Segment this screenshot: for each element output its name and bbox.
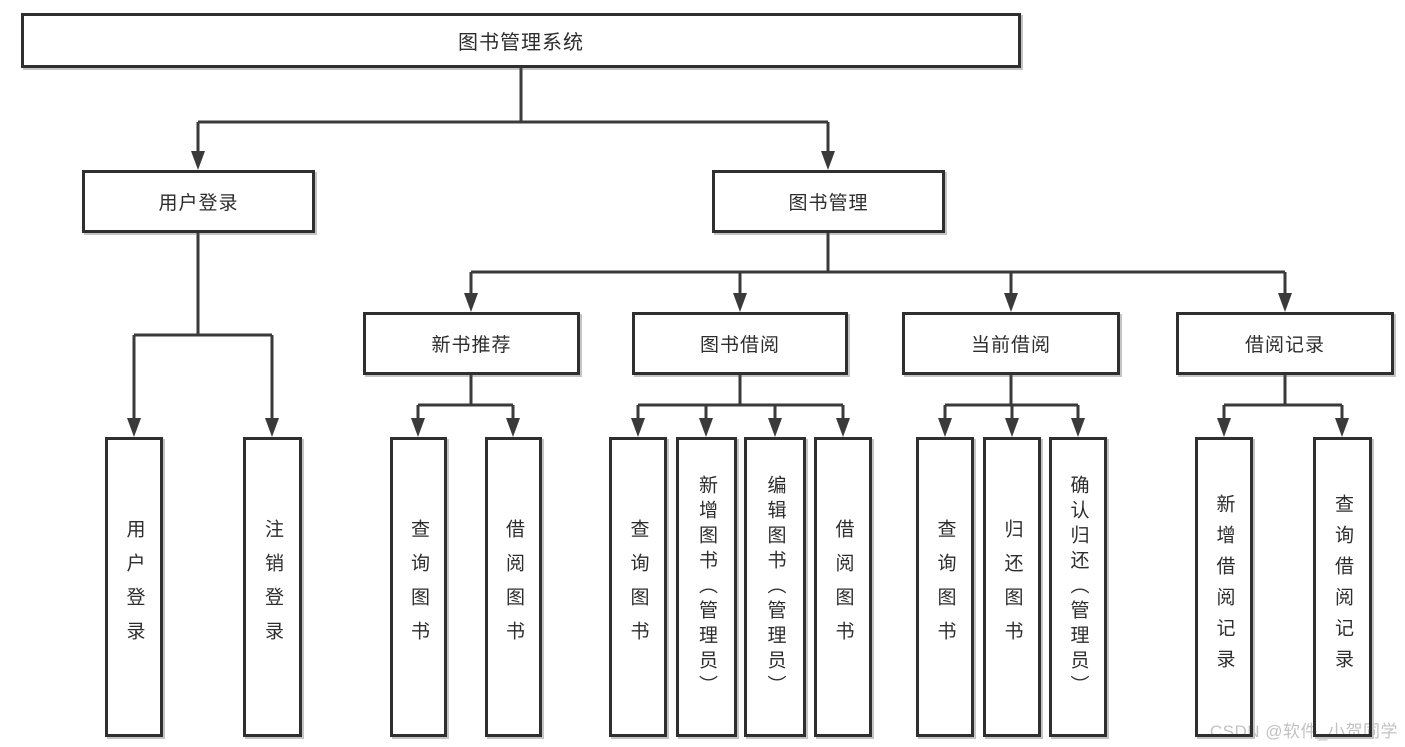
arrowhead (631, 418, 645, 437)
leaf-borrow-books: 借阅图书 (814, 437, 872, 737)
edge-root-to-level1 (196, 68, 830, 152)
leaf-query-books-borrow: 查询图书 (609, 437, 667, 737)
node-label: 借阅图书 (832, 519, 854, 655)
node-label: 图书管理 (788, 193, 869, 214)
arrowhead (733, 293, 747, 312)
node-new-book-recommendation: 新书推荐 (363, 312, 580, 375)
leaf-logout: 注销登录 (243, 437, 302, 737)
leaf-query-borrow-record: 查询借阅记录 (1313, 437, 1372, 737)
arrowhead (127, 418, 141, 437)
node-label: 图书管理系统 (458, 32, 584, 54)
node-label: 确认归还（管理员） (1067, 474, 1089, 700)
arrowhead (836, 418, 850, 437)
node-label: 用户登录 (158, 193, 239, 214)
arrowhead (768, 418, 782, 437)
csdn-watermark: CSDN @软件_小贺同学 (1209, 722, 1398, 741)
leaf-edit-books-admin: 编辑图书（管理员） (744, 437, 806, 737)
node-label: 归还图书 (1001, 519, 1023, 655)
arrowhead (506, 418, 520, 437)
arrowhead (265, 418, 279, 437)
node-label: 查询图书 (408, 519, 429, 655)
node-label: 当前借阅 (970, 335, 1051, 356)
leaf-add-borrow-record: 新增借阅记录 (1195, 437, 1253, 737)
node-current-borrowing: 当前借阅 (902, 312, 1120, 375)
node-label: 查询借阅记录 (1332, 494, 1353, 680)
node-label: 图书借阅 (699, 335, 780, 356)
node-book-management: 图书管理 (712, 170, 945, 233)
edge-borrow-records-to-leaves (1222, 375, 1344, 419)
arrowhead (1005, 418, 1019, 437)
edge-new-book-to-leaves (416, 375, 515, 419)
edge-user-login-to-leaves (132, 233, 274, 419)
node-label: 注销登录 (262, 519, 283, 655)
arrowhead (699, 418, 713, 437)
node-user-login: 用户登录 (82, 170, 315, 233)
arrowhead (821, 151, 835, 170)
edge-book-borrow-to-leaves (636, 375, 845, 419)
arrowhead (191, 151, 205, 170)
leaf-borrow-books-recommend: 借阅图书 (485, 437, 542, 737)
arrowhead (938, 418, 952, 437)
node-label: 借阅记录 (1244, 335, 1325, 356)
leaf-return-books: 归还图书 (983, 437, 1041, 737)
leaf-user-login: 用户登录 (105, 437, 163, 737)
leaf-add-books-admin: 新增图书（管理员） (676, 437, 737, 737)
edge-book-management-to-level2 (469, 233, 1287, 294)
leaf-query-books-current: 查询图书 (916, 437, 974, 737)
arrowhead (411, 418, 425, 437)
node-label: 查询图书 (934, 519, 956, 655)
arrowhead (1335, 418, 1349, 437)
node-library-management-system: 图书管理系统 (21, 13, 1021, 68)
leaf-query-books-recommend: 查询图书 (390, 437, 447, 737)
arrowhead (1217, 418, 1231, 437)
edge-current-borrow-to-leaves (943, 375, 1080, 419)
arrowhead (1004, 293, 1018, 312)
arrowhead (1071, 418, 1085, 437)
node-label: 新增图书（管理员） (696, 474, 717, 700)
node-label: 新增借阅记录 (1213, 494, 1235, 680)
node-label: 新书推荐 (431, 335, 512, 356)
node-borrowing-records: 借阅记录 (1176, 312, 1394, 375)
node-label: 编辑图书（管理员） (764, 474, 786, 700)
arrowhead (1278, 293, 1292, 312)
leaf-confirm-return-admin: 确认归还（管理员） (1049, 437, 1107, 737)
node-label: 借阅图书 (503, 519, 524, 655)
node-label: 查询图书 (627, 519, 649, 655)
arrowhead (464, 293, 478, 312)
node-label: 用户登录 (123, 519, 145, 655)
node-book-borrowing: 图书借阅 (632, 312, 848, 375)
